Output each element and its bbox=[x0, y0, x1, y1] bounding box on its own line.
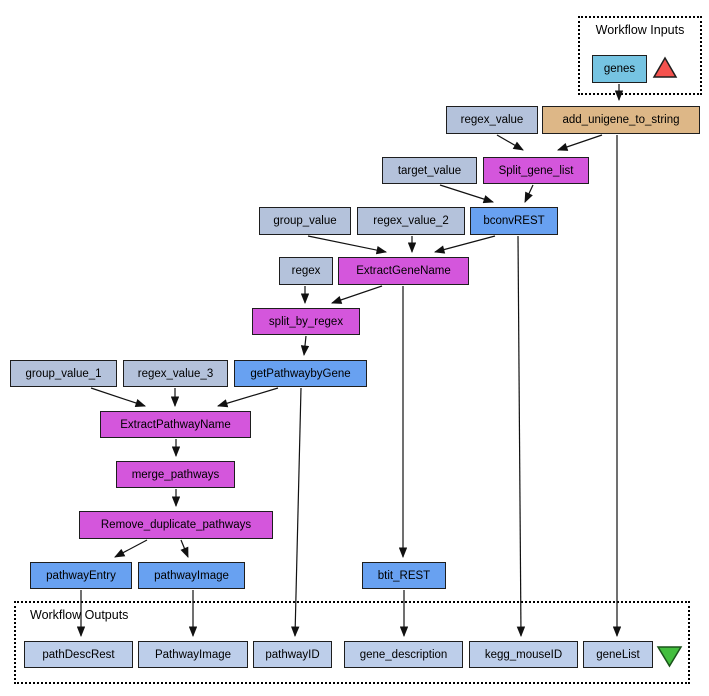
node-remove_duplicate_pathways[interactable]: Remove_duplicate_pathways bbox=[79, 511, 273, 539]
node-regex_value_3[interactable]: regex_value_3 bbox=[123, 360, 228, 387]
node-split_by_regex[interactable]: split_by_regex bbox=[252, 308, 360, 335]
workflow-output-marker-icon[interactable] bbox=[656, 645, 683, 668]
output-gene_list[interactable]: geneList bbox=[583, 641, 653, 668]
edge-target_value-bconvrest bbox=[439, 184, 494, 204]
edge-group_value_1-extract_pathway_name bbox=[90, 387, 146, 407]
node-split_gene_list[interactable]: Split_gene_list bbox=[483, 157, 589, 184]
edge-bconvrest-extract_gene_name bbox=[433, 235, 496, 254]
edge-regex_value-split_gene_list bbox=[496, 134, 524, 151]
node-get_pathway_by_gene[interactable]: getPathwaybyGene bbox=[234, 360, 367, 387]
output-kegg_mouse_id[interactable]: kegg_mouseID bbox=[469, 641, 578, 668]
node-pathway_entry[interactable]: pathwayEntry bbox=[30, 562, 132, 589]
edge-get_pathway_by_gene-extract_pathway_name bbox=[216, 387, 279, 408]
output-gene_description[interactable]: gene_description bbox=[344, 641, 463, 668]
output-path_desc_rest[interactable]: pathDescRest bbox=[24, 641, 133, 668]
node-extract_gene_name[interactable]: ExtractGeneName bbox=[338, 257, 469, 285]
node-btit_rest[interactable]: btit_REST bbox=[362, 562, 446, 589]
workflow-input-marker-icon[interactable] bbox=[652, 56, 678, 80]
workflow-outputs-group: Workflow Outputs bbox=[14, 601, 690, 684]
node-pathway_image[interactable]: pathwayImage bbox=[138, 562, 245, 589]
node-bconvrest[interactable]: bconvREST bbox=[470, 207, 558, 235]
node-target_value[interactable]: target_value bbox=[382, 157, 477, 184]
output-pathway_id[interactable]: pathwayID bbox=[253, 641, 332, 668]
edge-extract_gene_name-split_by_regex bbox=[331, 285, 383, 304]
workflow-inputs-label: Workflow Inputs bbox=[595, 23, 685, 37]
edge-split_gene_list-bconvrest bbox=[524, 184, 534, 203]
node-extract_pathway_name[interactable]: ExtractPathwayName bbox=[100, 411, 251, 438]
edge-split_by_regex-get_pathway_by_gene bbox=[300, 335, 310, 357]
edge-get_pathway_by_gene-pathway_id bbox=[291, 387, 302, 638]
edge-group_value-extract_gene_name bbox=[307, 235, 388, 255]
node-regex[interactable]: regex bbox=[279, 257, 333, 285]
edge-remove_duplicate_pathways-pathway_image bbox=[180, 539, 189, 558]
edge-add_unigene_to_string-split_gene_list bbox=[557, 134, 603, 151]
node-merge_pathways[interactable]: merge_pathways bbox=[116, 461, 235, 488]
edge-remove_duplicate_pathways-pathway_entry bbox=[114, 539, 148, 558]
output-pathway_image[interactable]: PathwayImage bbox=[138, 641, 248, 668]
node-add_unigene_to_string[interactable]: add_unigene_to_string bbox=[542, 106, 700, 134]
node-regex_value[interactable]: regex_value bbox=[446, 106, 538, 134]
workflow-inputs-group: Workflow Inputs bbox=[578, 16, 702, 95]
node-regex_value_2[interactable]: regex_value_2 bbox=[357, 207, 465, 235]
node-group_value_1[interactable]: group_value_1 bbox=[10, 360, 117, 387]
node-group_value[interactable]: group_value bbox=[259, 207, 351, 235]
workflow-outputs-label: Workflow Outputs bbox=[30, 608, 129, 622]
edge-bconvrest-kegg_mouse_id bbox=[516, 235, 526, 638]
node-genes[interactable]: genes bbox=[592, 55, 647, 83]
